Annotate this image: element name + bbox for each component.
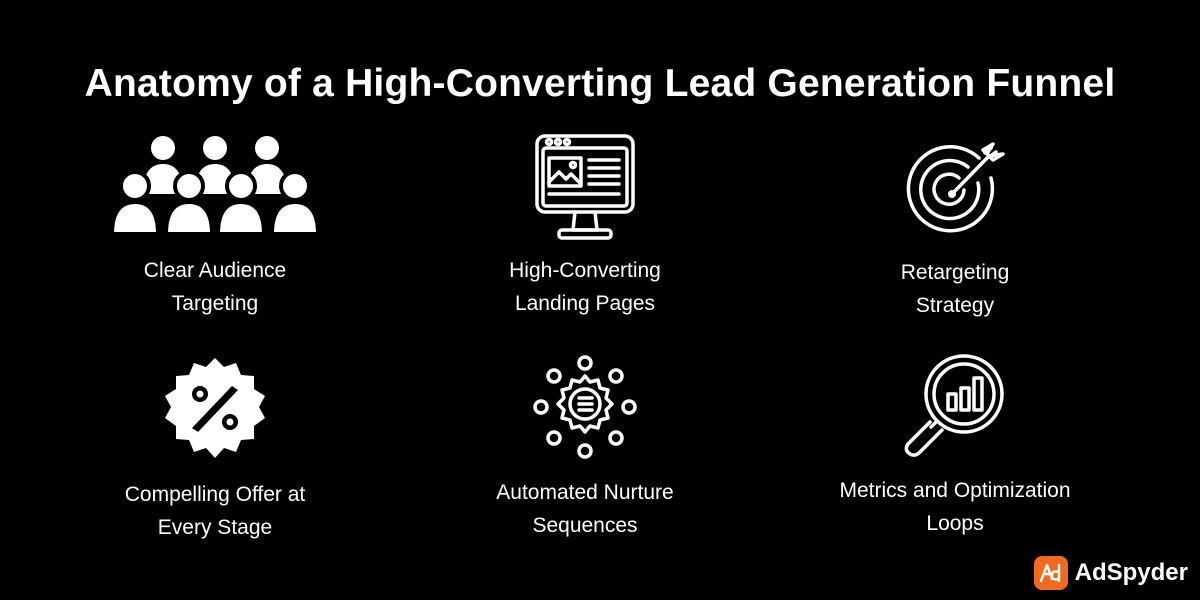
feature-landing-pages: High-Converting Landing Pages (435, 134, 735, 320)
page-title: Anatomy of a High-Converting Lead Genera… (84, 62, 1116, 106)
audience-group-icon (110, 136, 320, 236)
feature-metrics-optimization: Metrics and Optimization Loops (805, 354, 1105, 540)
adspyder-logo: AdSpyder (1033, 556, 1188, 590)
feature-retargeting: Retargeting Strategy (805, 134, 1105, 322)
feature-label: Clear Audience Targeting (143, 259, 287, 315)
feature-label: Compelling Offer at Every Stage (124, 483, 306, 539)
feature-automated-nurture: Automated Nurture Sequences (435, 354, 735, 542)
feature-label: Retargeting Strategy (900, 261, 1010, 317)
feature-label: Automated Nurture Sequences (496, 481, 674, 537)
percent-badge-icon (165, 358, 265, 458)
landing-page-monitor-icon (535, 134, 635, 240)
target-arrow-icon (906, 142, 1005, 233)
adspyder-logo-icon (1033, 556, 1068, 590)
automation-gear-icon (533, 355, 637, 459)
feature-label: Metrics and Optimization Loops (839, 479, 1071, 535)
feature-label: High-Converting Landing Pages (509, 259, 661, 315)
analytics-magnifier-icon (904, 354, 1004, 457)
feature-audience-targeting: Clear Audience Targeting (65, 134, 365, 320)
feature-compelling-offer: Compelling Offer at Every Stage (65, 354, 365, 544)
brand-name: AdSpyder (1074, 559, 1188, 586)
